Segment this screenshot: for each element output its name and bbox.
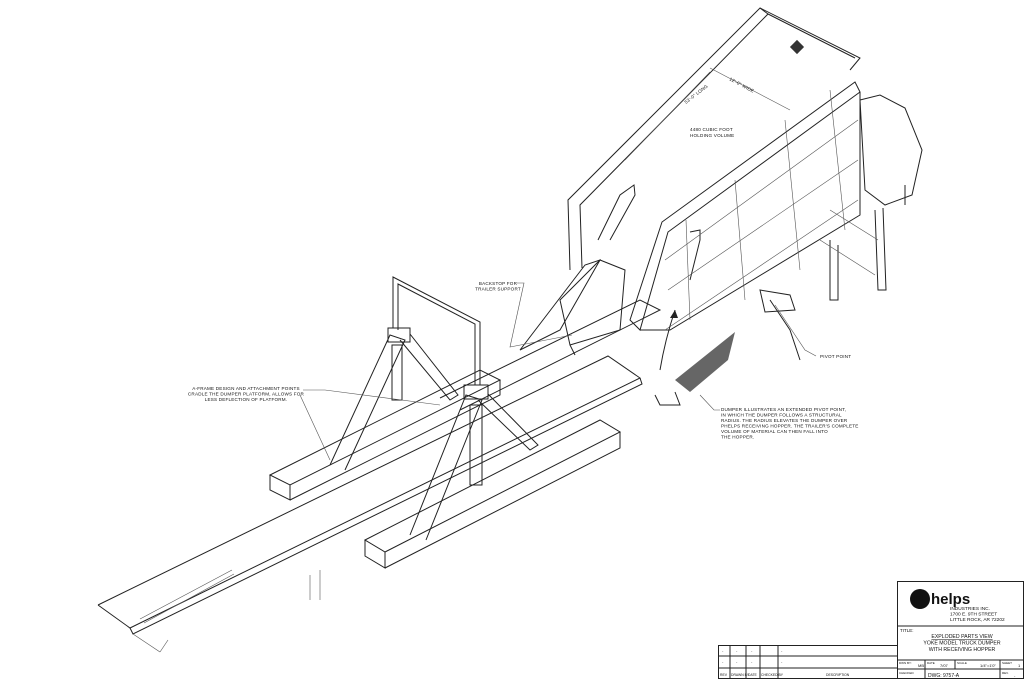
svg-text:-: - <box>736 659 738 664</box>
svg-text:-: - <box>751 659 753 664</box>
svg-text:REV.: REV. <box>1002 671 1009 675</box>
checked-by-header: CHECKED BY <box>761 673 784 677</box>
svg-text:DATE: DATE <box>927 661 935 665</box>
svg-text:-: - <box>736 648 738 653</box>
title-block: P helps INDUSTRIES INC.1700 E. 9TH STREE… <box>897 581 1024 679</box>
title-label: TITLE: <box>900 628 914 633</box>
date-header: DATE <box>748 673 758 677</box>
cross-beams <box>268 369 622 569</box>
dump-body <box>567 7 861 331</box>
svg-text:SCALE: SCALE <box>957 661 967 665</box>
rev-header: REV <box>720 673 728 677</box>
hatched-ramp <box>675 332 735 392</box>
a-frame-front <box>409 384 539 541</box>
revision: - <box>1014 673 1016 678</box>
description-header: DESCRIPTION <box>826 673 850 677</box>
drawn-by: MB <box>918 663 924 668</box>
svg-text:-: - <box>722 659 724 664</box>
vent-icon <box>789 39 805 55</box>
svg-text:helps: helps <box>931 591 970 608</box>
dumper-platform <box>97 299 662 653</box>
sheet-number: 1 <box>1018 663 1021 668</box>
svg-text:-: - <box>781 648 783 653</box>
svg-text:SHEET: SHEET <box>1002 661 1012 665</box>
a-frame-rear <box>329 276 481 471</box>
hopper-side <box>819 94 923 301</box>
phelps-logo: P helps <box>910 589 970 609</box>
drawn-by-header: DRAWN BY <box>731 673 750 677</box>
scale: 1/4"=1'0" <box>980 663 997 668</box>
date: 7/07 <box>940 663 949 668</box>
pivot-point-label: PIVOT POINT <box>820 354 851 359</box>
svg-text:-: - <box>781 659 783 664</box>
svg-text:-: - <box>722 648 724 653</box>
dumper-note: DUMPER ILLUSTRATES AN EXTENDED PIVOT POI… <box>721 407 859 440</box>
drawing-number: DWG: 9757-A <box>928 673 960 679</box>
revision-table: REV DRAWN BY DATE CHECKED BY DESCRIPTION… <box>718 645 898 679</box>
svg-text:P: P <box>914 591 923 607</box>
svg-text:-: - <box>751 648 753 653</box>
pivot-assembly <box>654 289 801 406</box>
backstop <box>519 259 626 356</box>
rotation-arrow-icon <box>659 309 676 371</box>
svg-text:DWN BY:: DWN BY: <box>899 661 912 665</box>
svg-text:CHECKED: CHECKED <box>899 671 915 675</box>
width-dimension: 12'-0" WIDE <box>729 76 755 93</box>
